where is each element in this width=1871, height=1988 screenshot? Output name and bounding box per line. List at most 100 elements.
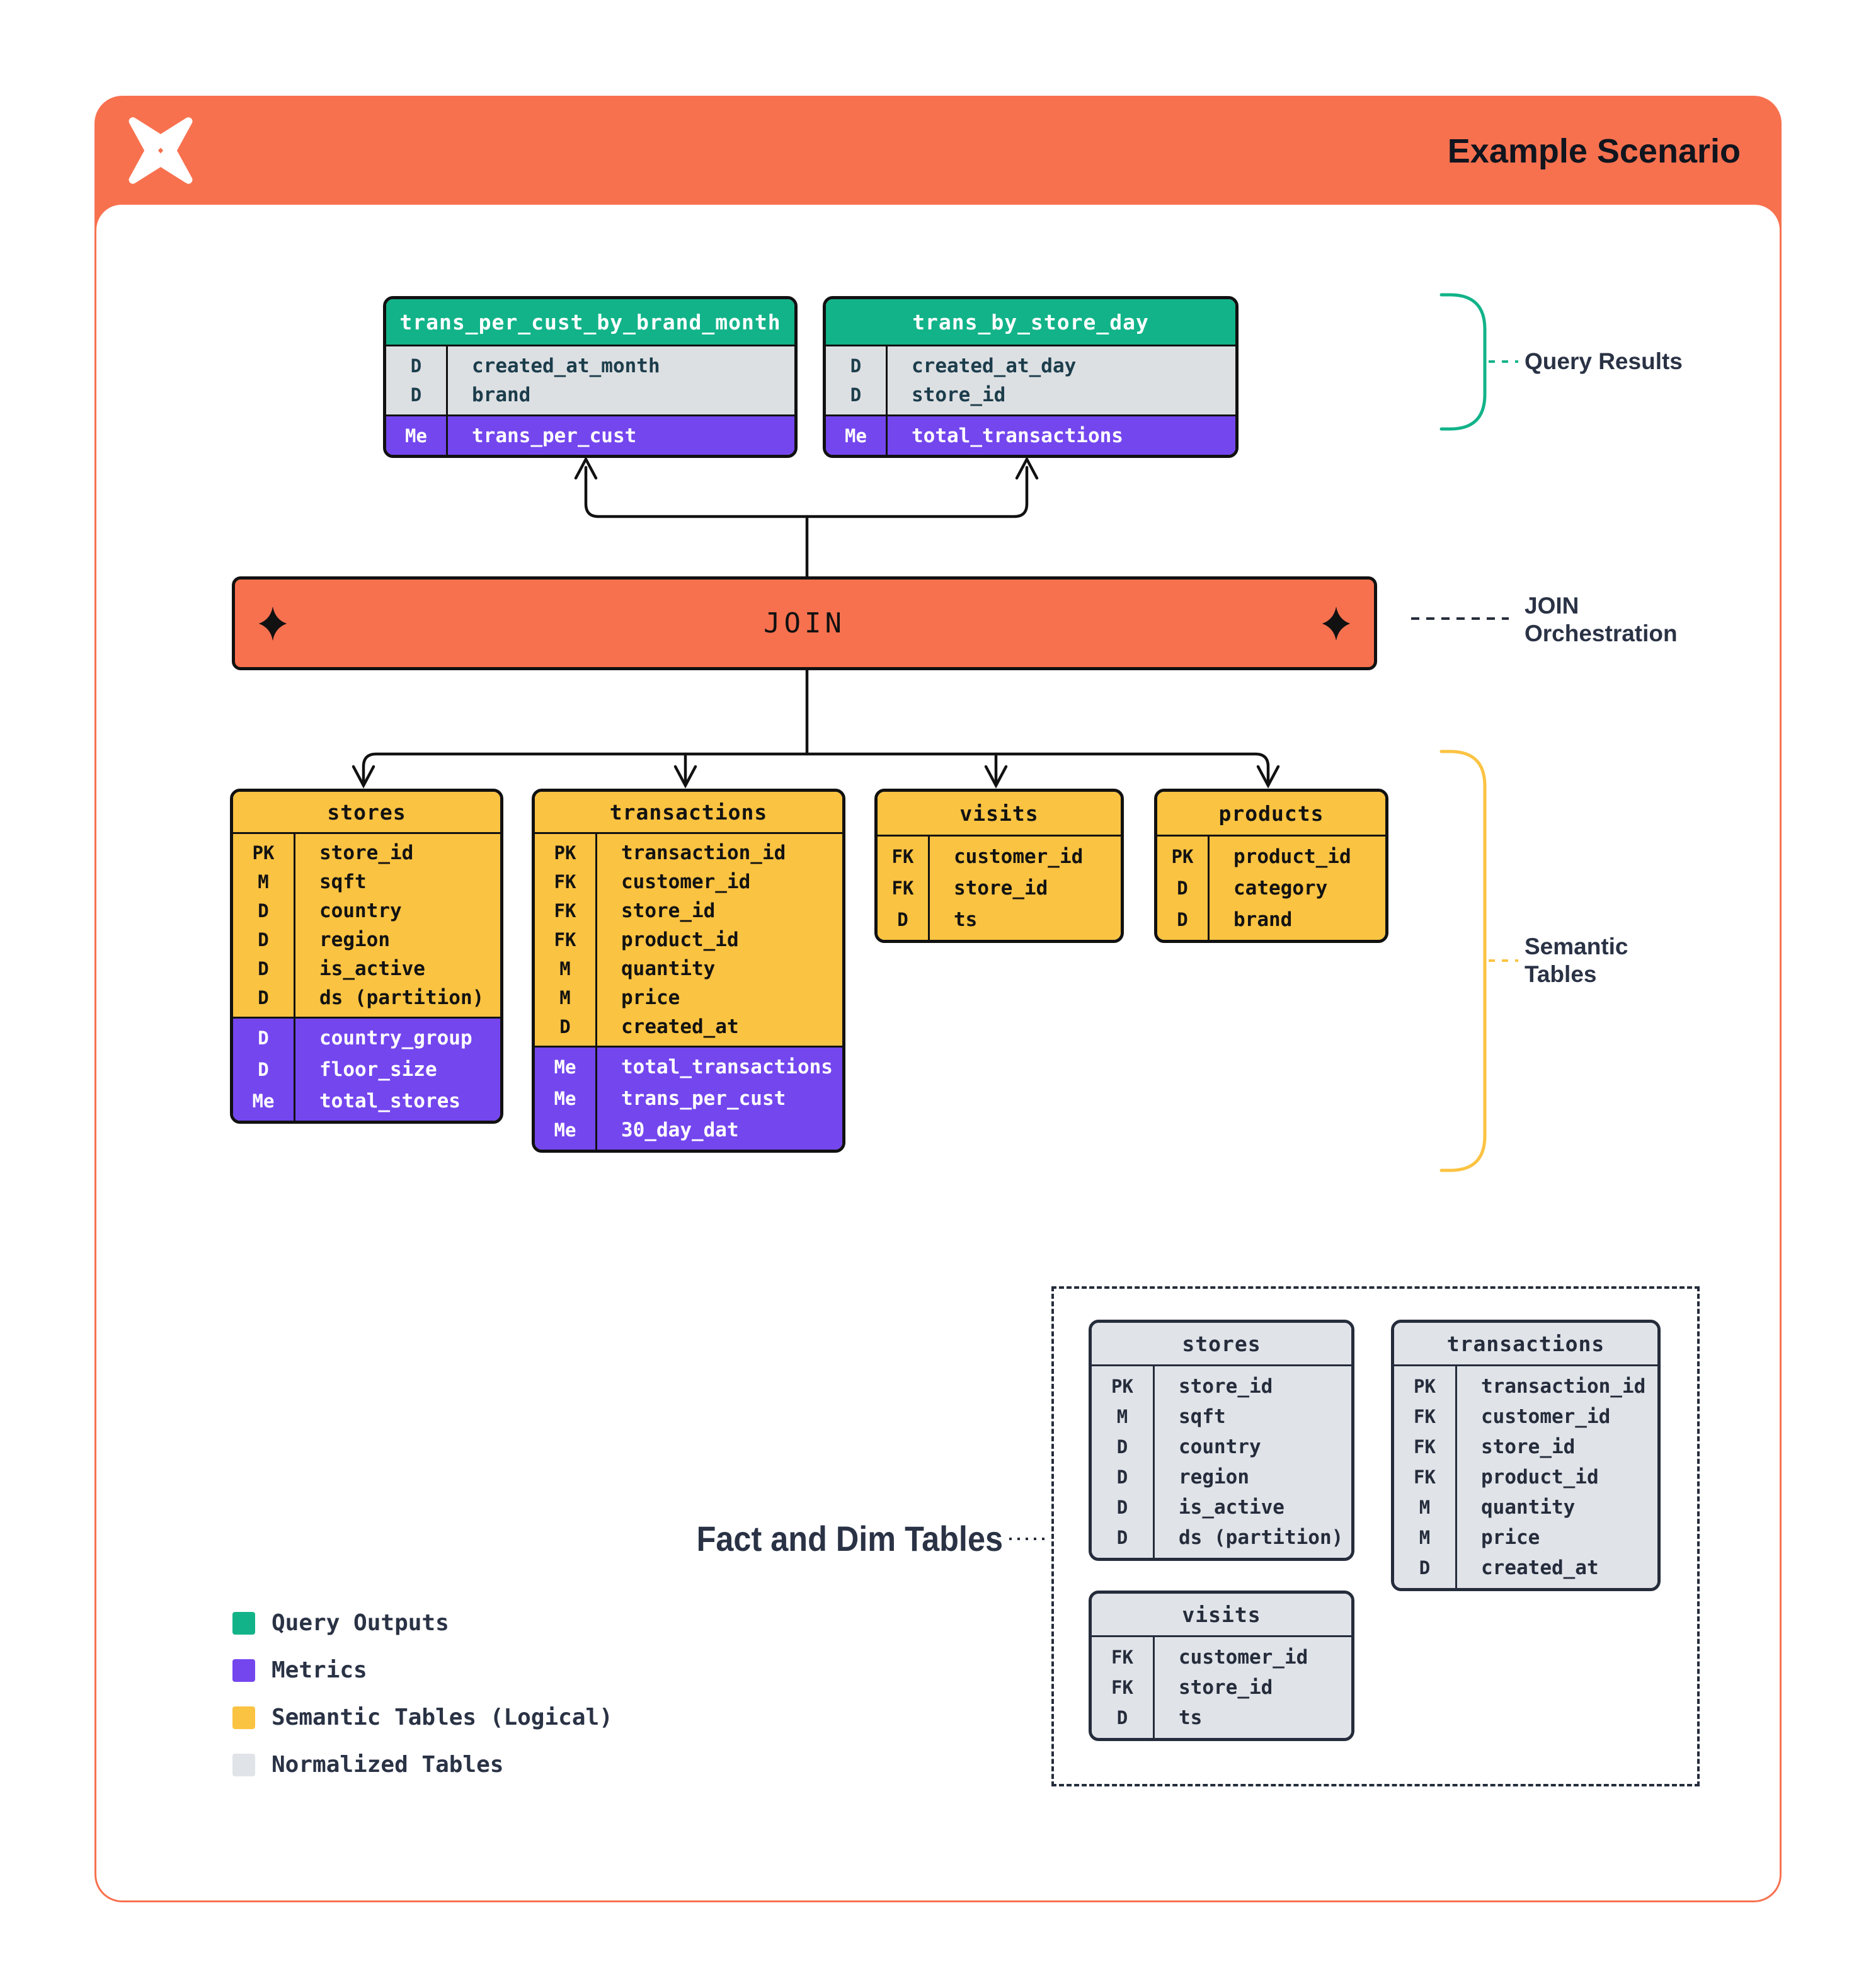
key-column: Me [386, 416, 448, 455]
table-title: visits [878, 792, 1121, 837]
row-key-badge: D [258, 1027, 269, 1049]
row-key-badge: D [1116, 1707, 1128, 1728]
row-field-name: is_active [1179, 1496, 1285, 1519]
legend-item: Query Outputs [232, 1599, 613, 1647]
row-field-name: product_id [621, 928, 739, 951]
row-field-name: ds (partition) [1179, 1526, 1344, 1549]
row-field-name: country [319, 900, 402, 922]
label-line: Tables [1525, 961, 1597, 987]
row-key-badge: D [1116, 1527, 1128, 1548]
row-key-badge: PK [1171, 846, 1194, 867]
row-field-name: store_id [621, 900, 716, 922]
label-fact-and-dim-tables: Fact and Dim Tables [667, 1520, 1003, 1558]
row-field-name: sqft [319, 871, 367, 893]
row-field-name: store_id [1179, 1676, 1273, 1699]
label-line: JOIN [1525, 593, 1579, 619]
legend-swatch-icon [232, 1706, 255, 1729]
row-field-name: store_id [319, 842, 414, 864]
row-field-name: sqft [1179, 1405, 1226, 1428]
row-field-name: trans_per_cust [472, 424, 637, 447]
row-key-badge: PK [554, 842, 576, 864]
row-field-name: store_id [1481, 1436, 1576, 1458]
row-key-badge: D [897, 909, 908, 930]
card-header: Example Scenario [96, 98, 1780, 205]
legend-item: Normalized Tables [232, 1741, 613, 1788]
row-field-name: store_id [912, 384, 1006, 406]
table-title: trans_per_cust_by_brand_month [386, 299, 794, 346]
row-key-badge: M [1419, 1527, 1431, 1548]
table-title: stores [233, 792, 500, 834]
row-field-name: ts [954, 908, 978, 931]
row-field-name: created_at_month [472, 355, 660, 377]
row-field-name: country_group [319, 1027, 472, 1049]
label-line: Semantic [1525, 934, 1628, 959]
row-key-badge: D [1116, 1497, 1128, 1518]
row-field-name: ts [1179, 1706, 1203, 1729]
row-key-badge: FK [891, 877, 914, 899]
row-field-name: store_id [954, 877, 1048, 900]
row-key-badge: PK [252, 842, 275, 864]
row-key-badge: M [258, 871, 269, 893]
row-field-name: 30_day_dat [621, 1119, 739, 1141]
legend-swatch-icon [232, 1659, 255, 1682]
normalized-tables-box [1051, 1286, 1700, 1786]
key-column: Me [826, 416, 888, 455]
label-query-results: Query Results [1525, 348, 1683, 375]
row-field-name: brand [472, 384, 531, 406]
row-key-badge: D [1116, 1436, 1128, 1458]
table-title: stores [1092, 1323, 1351, 1366]
row-key-badge: FK [554, 929, 576, 951]
pinwheel-star-logo-icon [129, 117, 193, 184]
join-label: JOIN [764, 607, 845, 639]
row-field-name: region [1179, 1466, 1249, 1488]
row-field-name: customer_id [1481, 1405, 1611, 1428]
row-field-name: trans_per_cust [621, 1087, 786, 1110]
row-key-badge: D [850, 355, 862, 377]
row-key-badge: D [559, 1016, 571, 1037]
field-column: trans_per_cust [448, 416, 794, 455]
row-field-name: brand [1233, 908, 1293, 931]
legend-label: Query Outputs [272, 1610, 449, 1636]
row-field-name: created_at [621, 1015, 739, 1038]
row-key-badge: FK [554, 871, 576, 893]
row-field-name: customer_id [621, 871, 751, 893]
label-line: Orchestration [1525, 620, 1678, 646]
row-key-badge: D [1419, 1557, 1431, 1579]
table-title: trans_by_store_day [826, 299, 1235, 346]
row-key-badge: Me [554, 1119, 576, 1141]
row-field-name: price [621, 986, 680, 1009]
row-key-badge: PK [1414, 1376, 1436, 1397]
row-key-badge: Me [554, 1088, 576, 1109]
row-key-badge: FK [1111, 1677, 1133, 1698]
table-metrics-section: Me trans_per_cust [386, 416, 794, 455]
label-line: Fact and Dim Tables [696, 1519, 1003, 1558]
table-title: transactions [535, 792, 842, 834]
field-column: total_transactions [888, 416, 1235, 455]
